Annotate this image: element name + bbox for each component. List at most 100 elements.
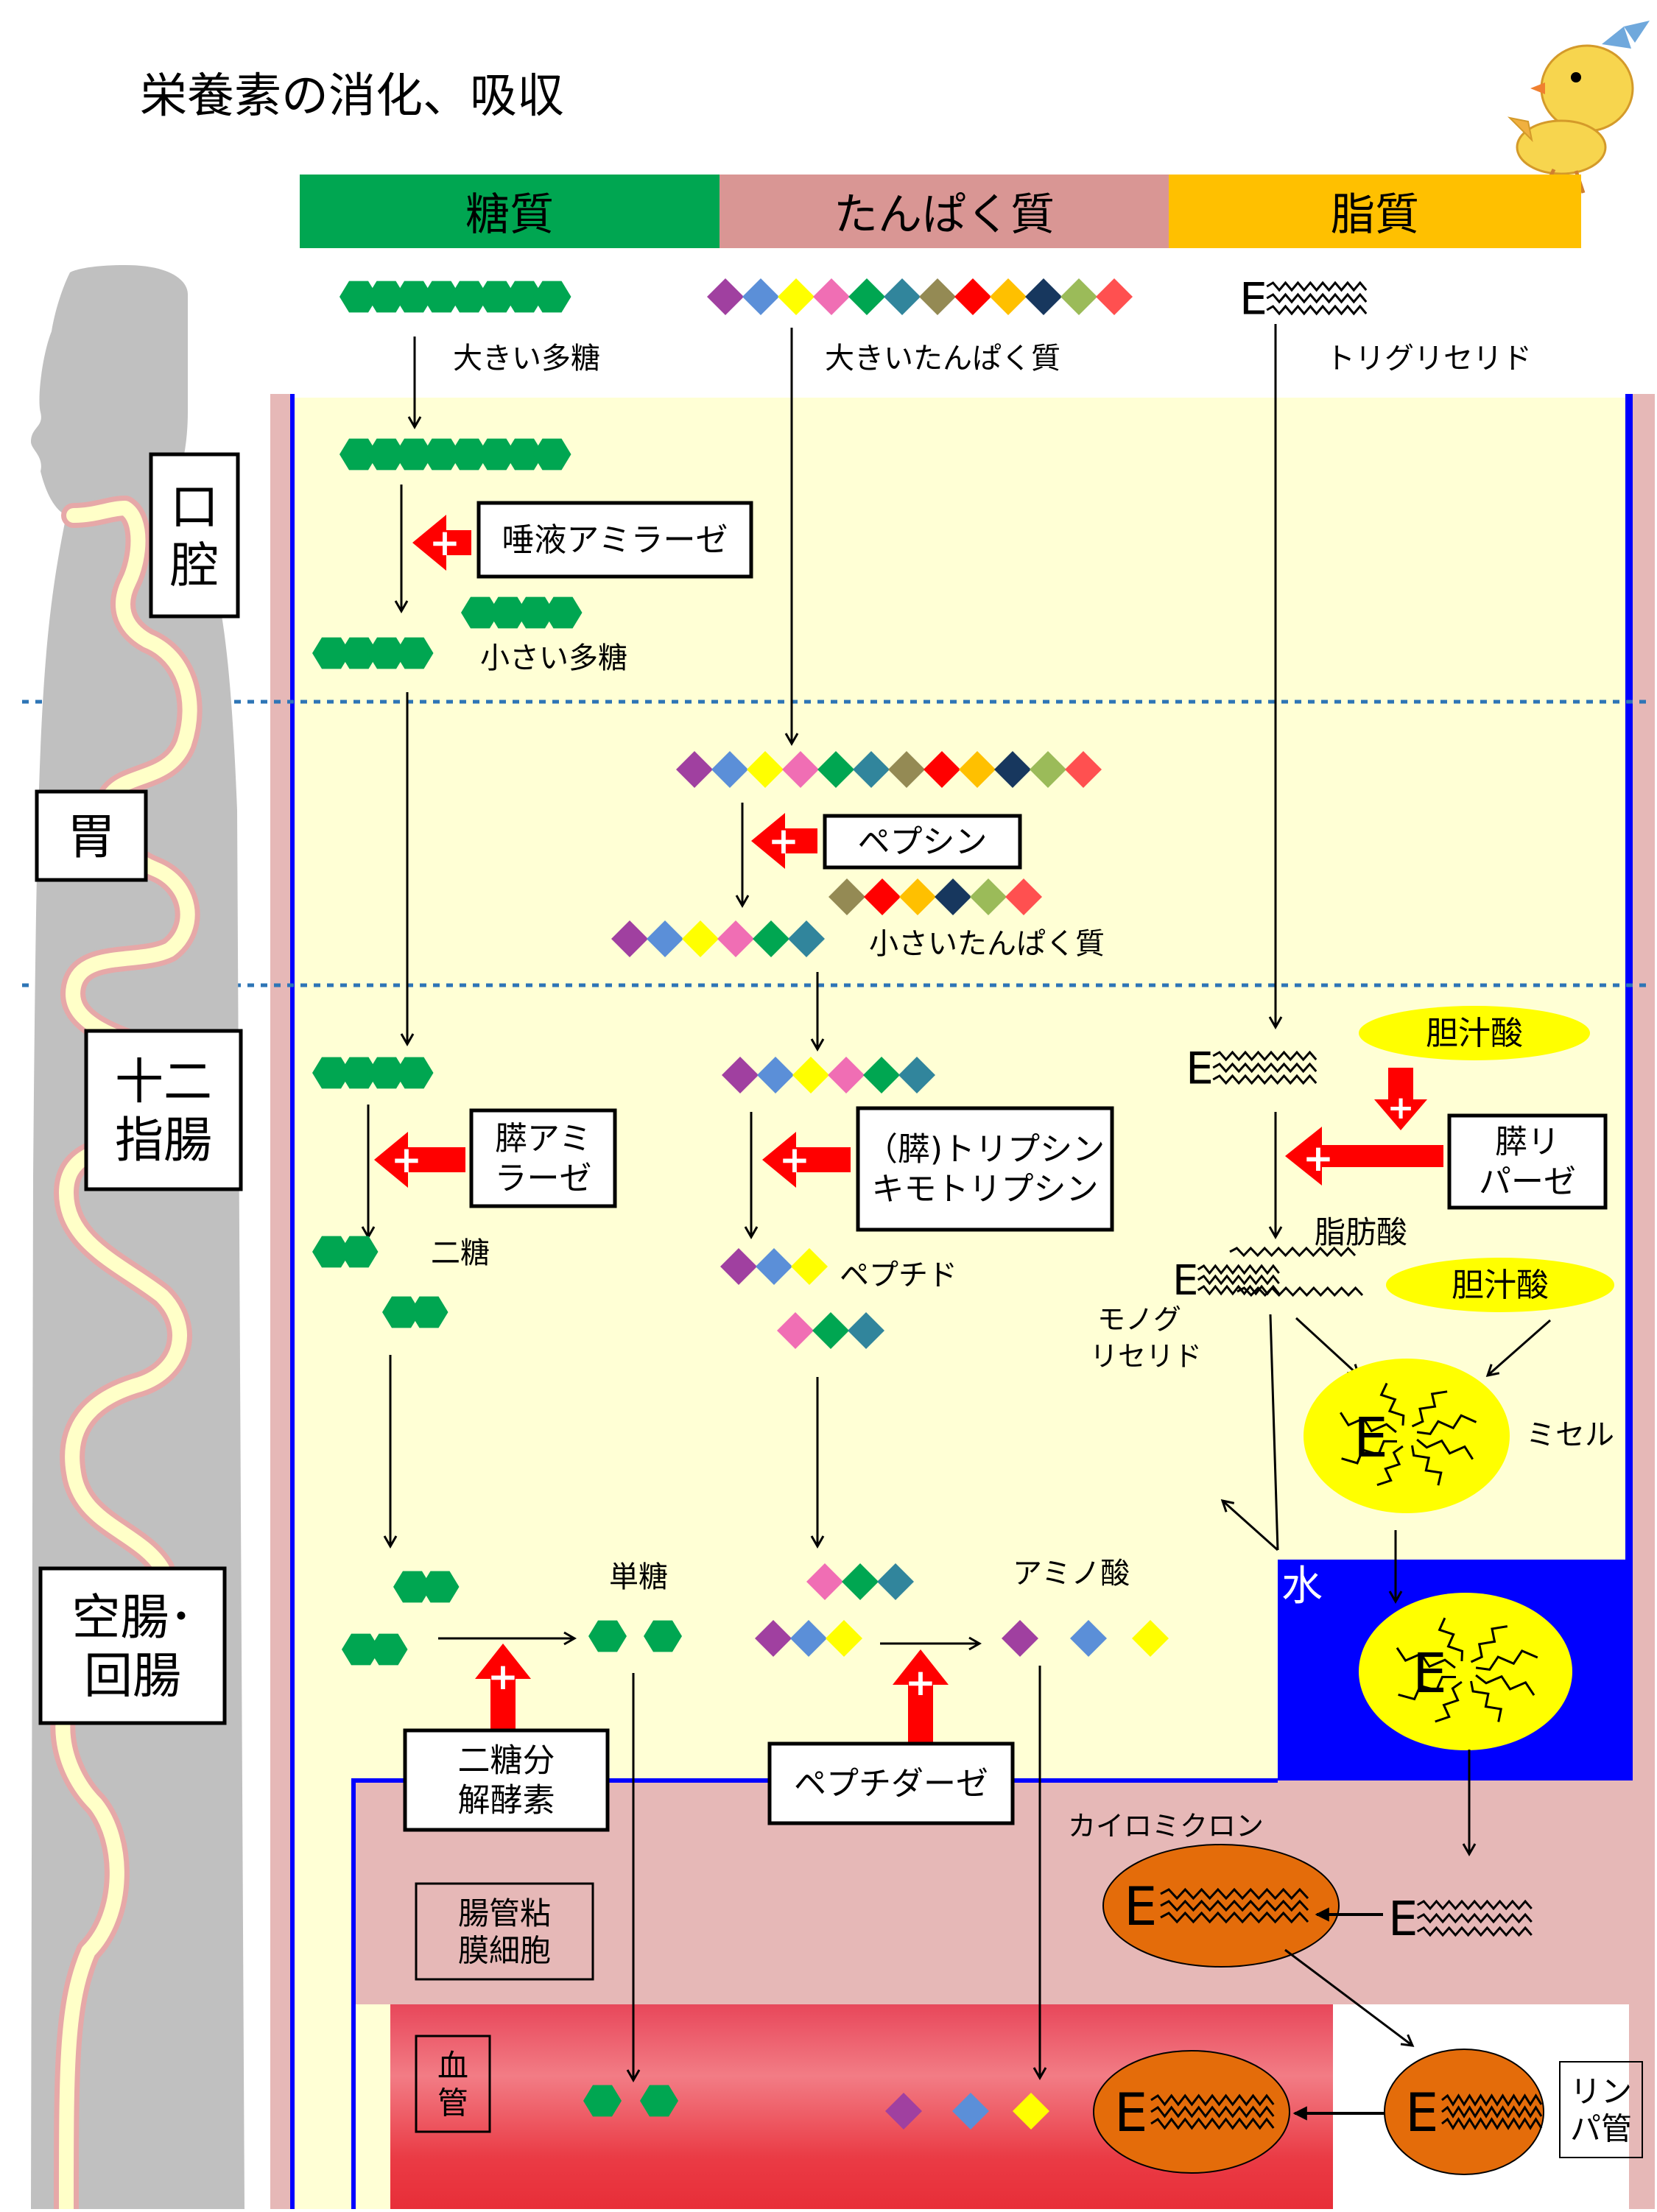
amino-acid-unit	[1025, 278, 1062, 315]
amino-acid-unit	[994, 751, 1031, 788]
enzyme-box-frame	[469, 1108, 617, 1208]
arrow-to-micelle-1	[1295, 1317, 1361, 1378]
glycerol-label: E	[1388, 1892, 1418, 1947]
chylomicron-chain	[1160, 1911, 1309, 1924]
micelle-chain	[1340, 1412, 1397, 1434]
plus-icon: +	[488, 1655, 518, 1698]
amino-acid-unit	[755, 1620, 792, 1657]
organ-label: 腔	[170, 537, 219, 593]
glucose-unit	[421, 1571, 460, 1603]
enzyme-label: ペプシン	[858, 823, 988, 861]
glucose-unit	[395, 281, 433, 313]
amino-acid-unit	[888, 751, 925, 788]
monoglyceride: E	[1172, 1257, 1280, 1305]
fatty-acid-chain	[1266, 292, 1368, 304]
pink-right-strip	[1629, 394, 1655, 2209]
large-protein-label: 大きいたんぱく質	[825, 342, 1060, 376]
plus-icon: +	[391, 1138, 422, 1181]
micelle-label: ミセル	[1526, 1418, 1614, 1452]
enzyme-box-frame	[856, 1106, 1114, 1232]
enzyme-box-frame	[767, 1741, 1015, 1825]
compartment-label: パ管	[1570, 2110, 1632, 2146]
amino-acid-unit	[952, 2093, 989, 2130]
peptide-label: ペプチド	[840, 1258, 957, 1292]
amino-acid-unit	[757, 1057, 794, 1093]
monosaccharide-b	[644, 1620, 682, 1652]
amino-acid-unit	[720, 1248, 757, 1285]
bile-acid-2-bg	[1386, 1258, 1614, 1312]
glucose-unit	[367, 1057, 406, 1089]
organ-box-frame	[38, 1566, 227, 1725]
chylomicron-chain	[1441, 2105, 1543, 2118]
glucose-unit	[340, 637, 379, 669]
plus-icon: +	[779, 1138, 810, 1181]
chylomicron-glycerol: E	[1405, 2082, 1439, 2144]
amino-acid-unit	[826, 1620, 862, 1657]
amino-acid-unit	[817, 751, 854, 788]
organ-box-frame	[84, 1029, 243, 1191]
glucose-unit	[395, 438, 433, 471]
amino-acid-unit	[756, 1248, 792, 1285]
chylomicron-body	[1093, 2050, 1290, 2174]
amino-acid-unit	[1132, 1620, 1169, 1657]
amino-acid-unit	[919, 278, 956, 315]
glucose-unit	[532, 281, 571, 313]
amino-acid-unit	[753, 920, 789, 957]
pepsin-arrow: +	[751, 813, 817, 869]
micelle-chain	[1411, 1390, 1448, 1428]
glycerol-label: E	[1239, 274, 1267, 325]
enzyme-label: 解酵素	[458, 1781, 555, 1819]
chylomicron-label: カイロミクロン	[1068, 1810, 1264, 1842]
fatty-acid-chain	[1416, 1926, 1533, 1937]
amino-acid-unit	[863, 1057, 900, 1093]
fatty-acid-chain	[1197, 1284, 1280, 1296]
glucose-unit	[367, 281, 406, 313]
peptide-jejunum-b	[755, 1620, 862, 1657]
fatty-acid-chain	[1197, 1274, 1280, 1286]
protein-duodenum	[722, 1057, 935, 1093]
amino-acid-unit	[848, 1312, 884, 1349]
micelle-chain	[1475, 1649, 1538, 1672]
micelle-glycerol: E	[1413, 1642, 1447, 1705]
organ-box-frame	[35, 789, 148, 882]
blood-label: 血管	[415, 2035, 491, 2133]
glucose-unit	[312, 1057, 351, 1089]
glucose-unit	[422, 281, 461, 313]
amino-acid-unit	[788, 920, 825, 957]
glucose-unit	[369, 1633, 408, 1666]
compartment-label: リン	[1570, 2074, 1632, 2110]
glucose-unit	[461, 596, 499, 629]
monoglyceride-label-2: リセリド	[1090, 1340, 1202, 1373]
amino-acid-unit	[611, 920, 648, 957]
micelle-1: E	[1304, 1359, 1510, 1513]
bile-acid-1-bg	[1359, 1006, 1590, 1060]
fatty-acid-chain	[1266, 304, 1368, 316]
glucose-unit	[409, 1296, 448, 1328]
amino-acid-unit	[778, 278, 815, 315]
protein-stomach	[676, 751, 1102, 788]
amino-acid-unit	[970, 878, 1007, 915]
fatty-acid-chain	[1416, 1899, 1533, 1911]
amino-acid-unit	[885, 2093, 922, 2130]
arrow-monoglyceride-down	[1269, 1314, 1279, 1551]
activation-arrow	[374, 1132, 465, 1188]
glucose-unit	[505, 281, 543, 313]
amino-acid-unit	[848, 278, 885, 315]
small-protein-b	[611, 920, 825, 957]
peptide-a	[720, 1248, 828, 1285]
pepsin-box: ペプシン	[823, 814, 1022, 870]
peptide-jejunum	[806, 1563, 914, 1600]
micelle-chain	[1341, 1440, 1398, 1465]
chylomicron-glycerol: E	[1114, 2082, 1148, 2144]
arrow-to-micelle-2	[1485, 1319, 1551, 1378]
amino-acid-b	[1070, 1620, 1107, 1657]
enzyme-label: ラーゼ	[495, 1160, 592, 1197]
region-layer	[22, 394, 1655, 2209]
micelle-chain	[1398, 1675, 1457, 1701]
plus-icon: +	[768, 820, 799, 862]
micelle-chain	[1470, 1625, 1508, 1663]
disaccharide-jejunum-b	[342, 1633, 408, 1666]
